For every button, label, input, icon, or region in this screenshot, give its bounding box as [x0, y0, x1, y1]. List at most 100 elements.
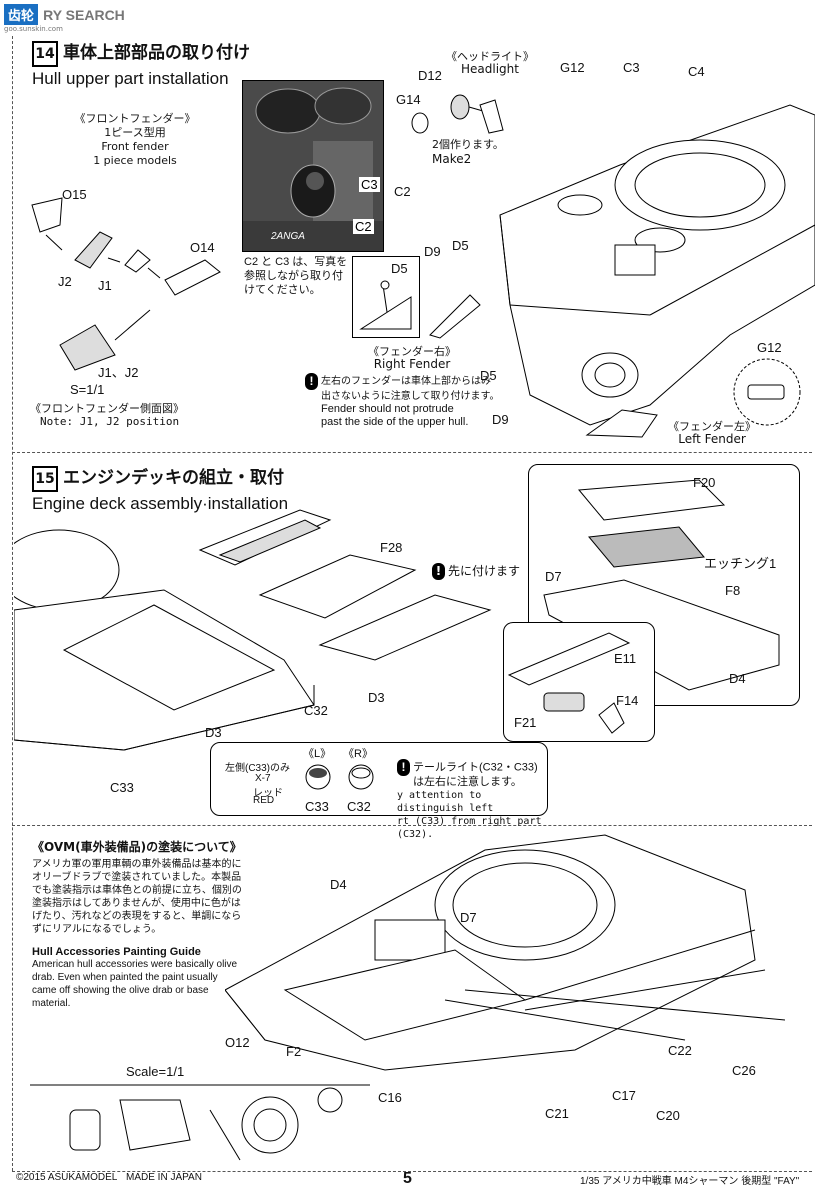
label-f14: F14 — [616, 693, 639, 708]
headlight-en: Headlight — [461, 62, 519, 76]
step15-number: 15 — [32, 466, 58, 492]
side-view-note: Note: J1, J2 position — [40, 415, 180, 428]
label-c3: C3 — [623, 60, 640, 75]
watermark-logo: 齿轮 — [4, 4, 39, 25]
front-fender-jp2: 1ピース型用 — [104, 126, 166, 139]
hull-upper-drawing — [499, 104, 815, 426]
make2-caption: 2個作ります。 Make2 — [432, 138, 504, 166]
label-etching: エッチング1 — [704, 556, 777, 571]
headlight-caption: 《ヘッドライト》 Headlight — [446, 50, 534, 76]
label-d9-top: D9 — [424, 244, 441, 259]
step15-title-en: Engine deck assembly·installation — [32, 494, 289, 513]
right-fender-drawing — [429, 294, 481, 339]
headlight-jp: 《ヘッドライト》 — [446, 50, 534, 63]
label-c32-callout: C32 — [347, 799, 371, 814]
tail-jp1: テールライト(C32・C33) — [413, 761, 538, 774]
right-fender-caption: 《フェンダー右》 Right Fender — [368, 345, 456, 371]
tail-en1: y attention to distinguish left — [397, 790, 494, 814]
ovm-label-c16: C16 — [378, 1090, 402, 1105]
label-f20: F20 — [693, 475, 716, 490]
label-d12: D12 — [418, 68, 442, 83]
watermark-text: RY SEARCH — [43, 7, 125, 23]
right-fender-jp: 《フェンダー右》 — [368, 345, 456, 358]
tail-light-callout: 左側(C33)のみ X-7 レッド RED 《L》 《R》 C33 C32 !テ… — [210, 742, 548, 840]
left-fender-en: Left Fender — [678, 432, 746, 446]
left-fender-caption: 《フェンダー左》 Left Fender — [668, 420, 756, 446]
ovm-label-c20: C20 — [656, 1108, 680, 1123]
ovm-section-text: 《OVM(車外装備品)の塗装について》 アメリカ軍の軍用車輌の車外装備品は基本的… — [32, 838, 242, 1010]
warn-en2: past the side of the upper hull. — [321, 416, 469, 428]
ovm-title-en: Hull Accessories Painting Guide — [32, 946, 201, 958]
tail-en2: rt (C33) from right part (C32). — [397, 816, 542, 840]
footer-copyright: ©2015 ASUKAMODEL — [16, 1172, 118, 1183]
divider-14-15 — [12, 452, 812, 453]
warn-jp2: 出さないように注意して取り付けます。 — [321, 391, 500, 402]
label-o15: O15 — [62, 187, 87, 202]
divider-15-ovm — [12, 825, 812, 826]
label-c4: C4 — [688, 64, 705, 79]
paint-red-en: RED — [253, 795, 275, 806]
label-d3-left: D3 — [205, 725, 222, 740]
footer-made-in: MADE IN JAPAN — [126, 1172, 202, 1183]
ovm-label-o12: O12 — [225, 1035, 250, 1050]
label-c32-main: C32 — [304, 703, 328, 718]
ovm-title-jp: 《OVM(車外装備品)の塗装について》 — [32, 840, 242, 854]
label-l: 《L》 — [303, 748, 332, 760]
photo-label-c2: C2 — [353, 219, 374, 234]
label-g12-right: G12 — [757, 340, 782, 355]
first-attach-note: !先に付けます — [432, 562, 520, 580]
tail-light-note: !テールライト(C32・C33) は左右に注意します。 y attention … — [397, 759, 547, 841]
label-r: 《R》 — [343, 748, 373, 760]
footer-product: 1/35 アメリカ中戦車 M4シャーマン 後期型 "FAY" — [580, 1176, 800, 1187]
reference-photo: C3 C2 2ANGA — [242, 80, 384, 252]
ovm-label-d7: D7 — [460, 910, 477, 925]
label-d4: D4 — [729, 671, 746, 686]
e11-assembly-box: E11 F14 F21 — [503, 622, 655, 742]
label-c33-callout: C33 — [305, 799, 329, 814]
front-fender-en2: 1 piece models — [93, 154, 177, 167]
photo-label-c3: C3 — [359, 177, 380, 192]
front-fender-en1: Front fender — [101, 140, 169, 153]
g12-detail-circle — [733, 358, 801, 426]
ovm-body-jp: アメリカ軍の軍用車輌の車外装備品は基本的にオリーブドラブで塗装されていました。本… — [32, 859, 242, 935]
label-o14: O14 — [190, 240, 215, 255]
warn-jp1: 左右のフェンダーは車体上部からはみ — [321, 376, 491, 388]
warning-icon: ! — [305, 373, 318, 390]
scale-s11: S=1/1 — [70, 382, 105, 397]
first-warning-icon: ! — [432, 563, 445, 580]
ovm-label-c17: C17 — [612, 1088, 636, 1103]
frame-left — [12, 36, 13, 1171]
label-d5-bottom: D5 — [480, 368, 497, 383]
ovm-label-c22: C22 — [668, 1043, 692, 1058]
label-j2: J2 — [58, 274, 72, 289]
ovm-scale: Scale=1/1 — [126, 1064, 185, 1079]
label-f8: F8 — [725, 583, 741, 598]
label-f21: F21 — [514, 715, 537, 730]
left-only-jp: 左側(C33)のみ — [225, 763, 291, 774]
ovm-body-en: American hull accessories were basically… — [32, 959, 238, 1009]
make2-jp: 2個作ります。 — [432, 138, 504, 151]
label-c33-main: C33 — [110, 780, 134, 795]
paint-x7: X-7 — [255, 773, 271, 784]
ovm-label-d4: D4 — [330, 877, 347, 892]
label-d5-top: D5 — [452, 238, 469, 253]
front-fender-drawing — [31, 197, 221, 371]
make2-en: Make2 — [432, 152, 472, 166]
fender-warning: !左右のフェンダーは車体上部からはみ 出さないように注意して取り付けます。 Fe… — [305, 373, 500, 429]
photo-note: C2 と C3 は、写真を参照しながら取り付けてください。 — [244, 256, 348, 296]
label-j1: J1 — [98, 278, 112, 293]
front-fender-jp: 《フロントフェンダー》 — [74, 112, 196, 125]
photo-hull-code: 2ANGA — [271, 231, 305, 242]
label-f28: F28 — [380, 540, 403, 555]
label-d5-inset: D5 — [391, 261, 408, 276]
ovm-hull-drawing — [225, 834, 785, 1071]
first-attach-jp: 先に付けます — [448, 564, 521, 578]
left-fender-jp: 《フェンダー左》 — [668, 420, 756, 433]
tail-warning-icon: ! — [397, 759, 410, 776]
front-fender-caption: 《フロントフェンダー》 1ピース型用 Front fender 1 piece … — [30, 112, 240, 168]
step14-number: 14 — [32, 41, 58, 67]
right-fender-en: Right Fender — [373, 357, 451, 371]
left-fender-drawing — [585, 409, 658, 438]
